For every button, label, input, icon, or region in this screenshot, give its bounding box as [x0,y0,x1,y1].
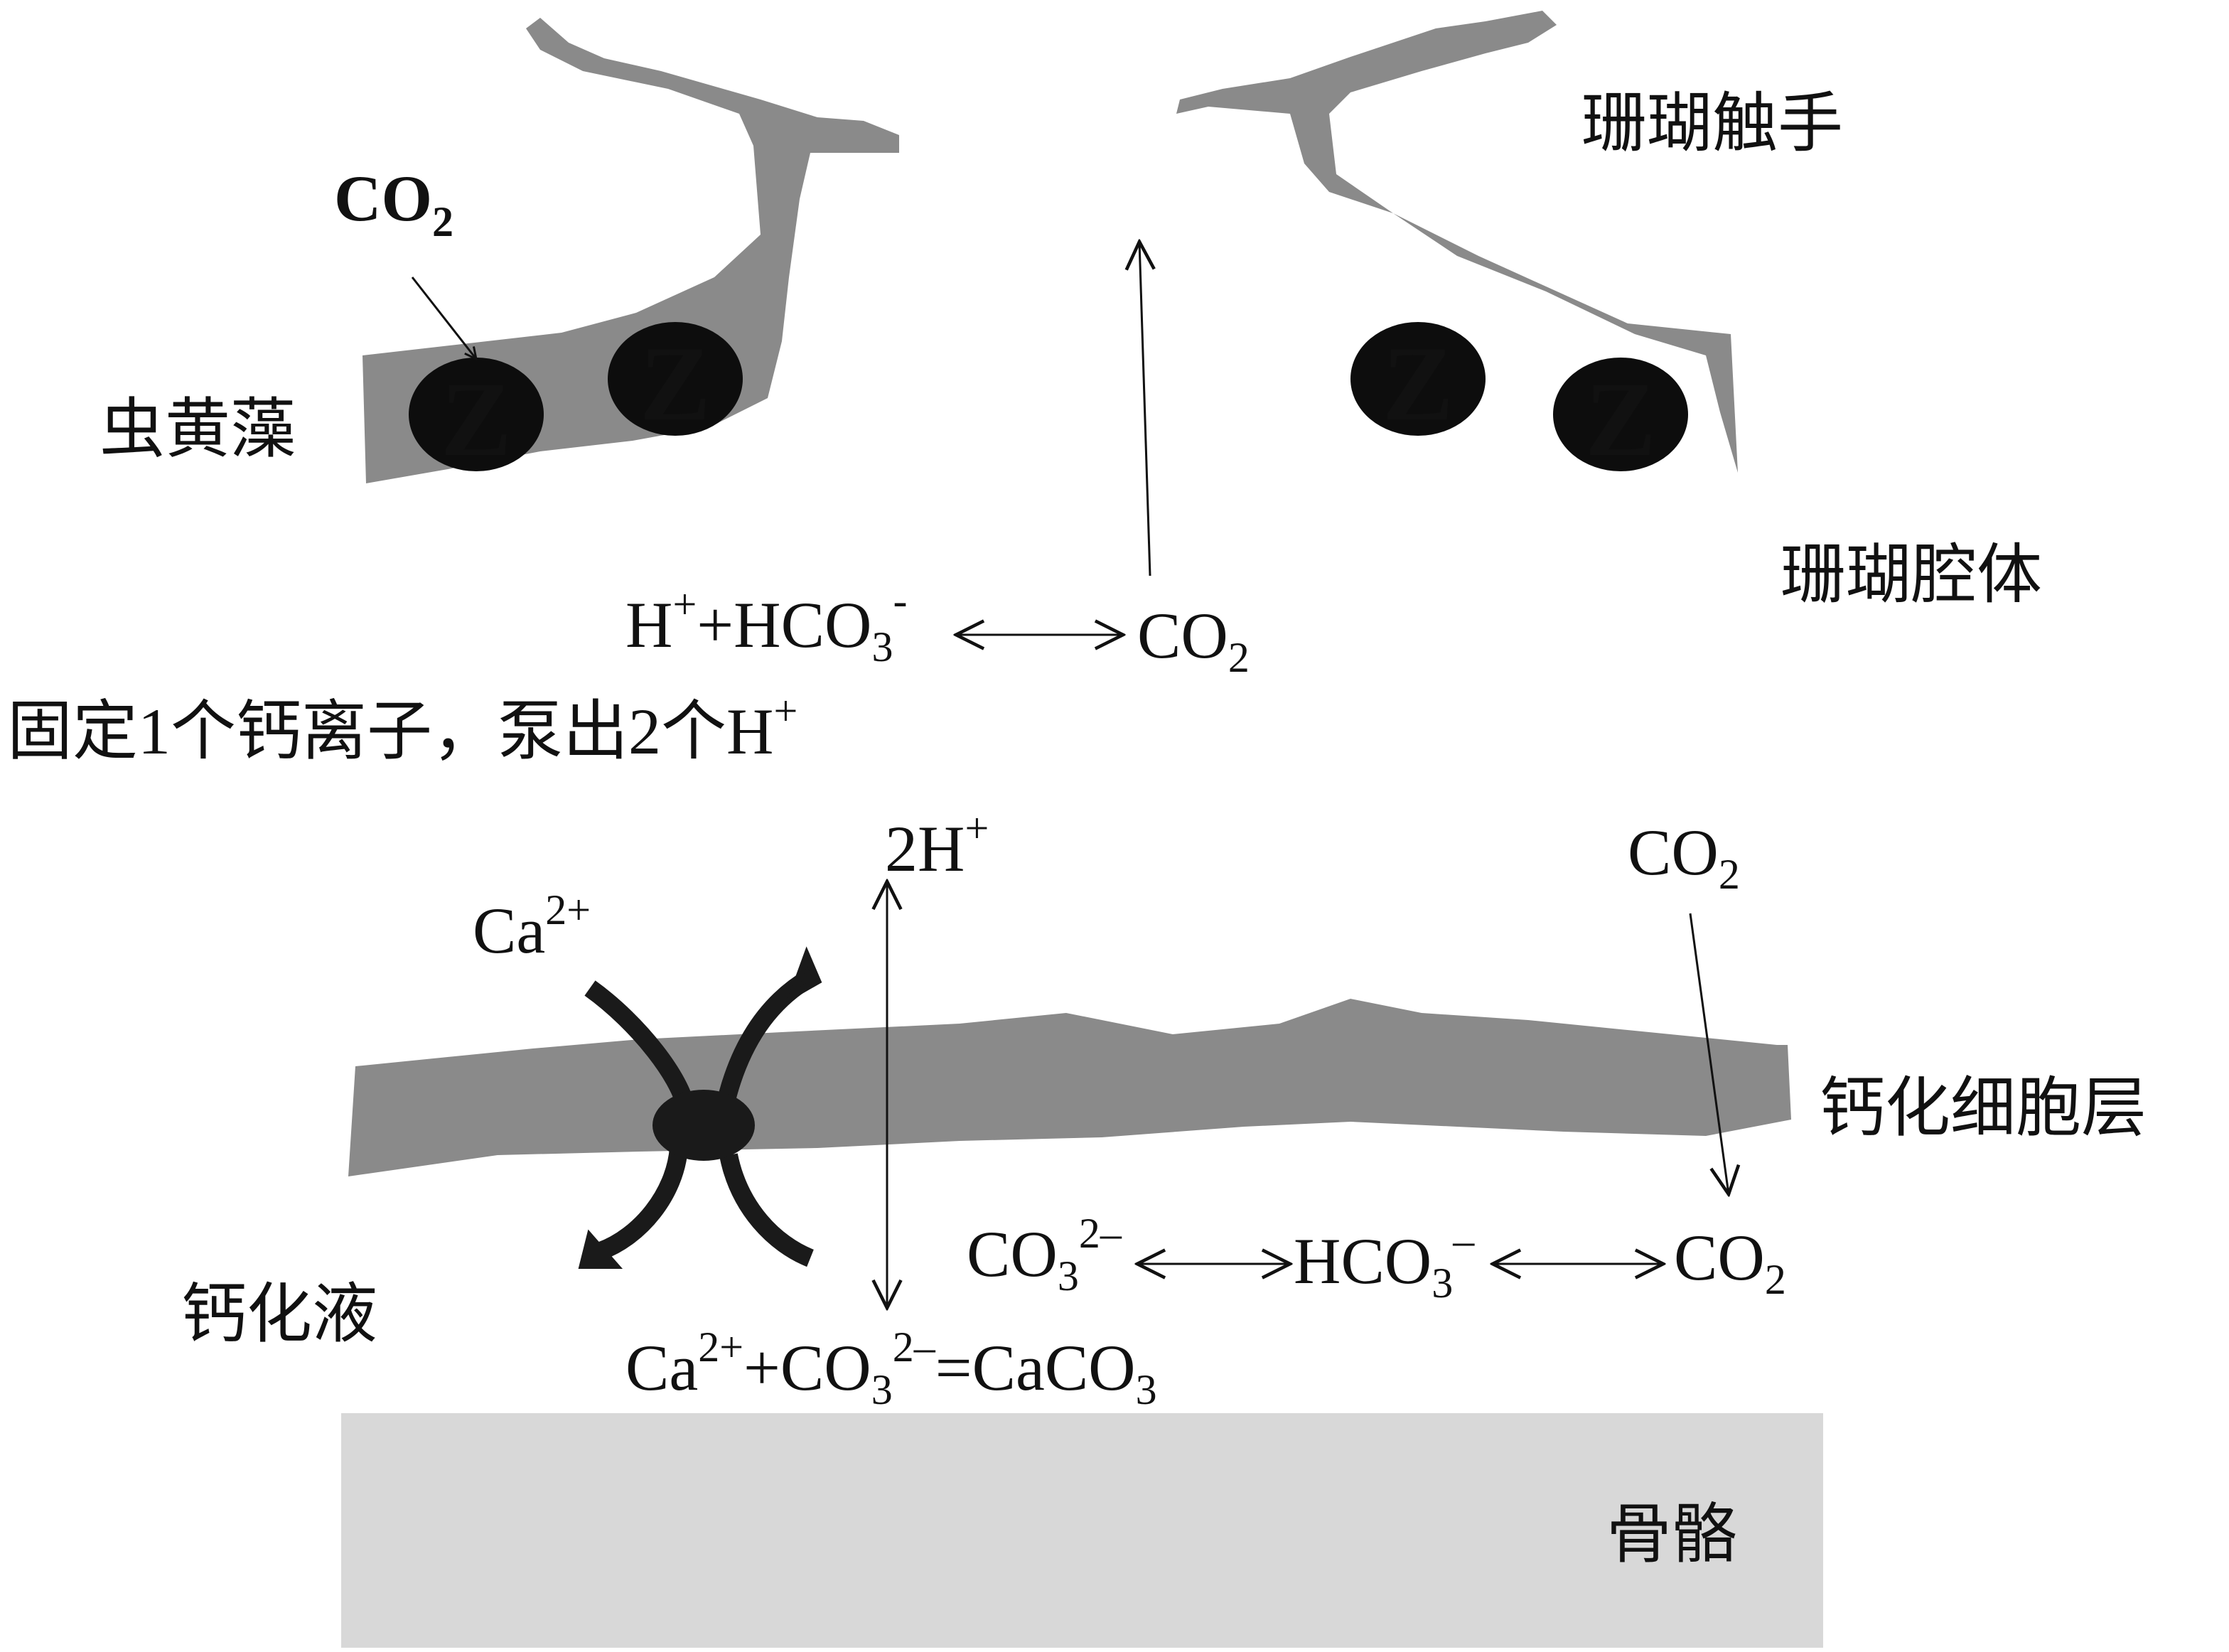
skeleton-block [341,1413,1823,1648]
ca2-label: Ca2+ [473,886,591,967]
calcifying-cell-layer-label: 钙化细胞层 [1820,1072,2147,1144]
svg-text:Z: Z [441,360,512,478]
svg-text:Z: Z [640,325,711,443]
calcifying-cell-layer [348,999,1791,1176]
co2-label-fluid: CO2 [1674,1221,1786,1303]
zooxanthella-4: Z [1553,358,1688,478]
co2-diffuse-down-arrow [1689,913,1729,1194]
co3-label: CO32– [967,1210,1122,1299]
skeleton-label: 骨骼 [1606,1498,1737,1571]
calcium-pump-transporter [578,946,822,1269]
zooxanthellae-label: 虫黄藻 [100,393,296,466]
zooxanthella-1: Z [409,358,544,478]
calcifying-fluid-label: 钙化液 [181,1278,377,1351]
hco3-label: HCO3– [1294,1217,1475,1307]
h-hco3-equation: H++HCO3- [625,577,907,670]
zooxanthella-2: Z [608,322,743,443]
co2-up-to-tentacle-arrow [1139,242,1150,576]
right-coral-tentacle [1176,11,1738,473]
pump-note: 固定1个钙离子，泵出2个H+ [7,687,797,768]
co2-label-top-left: CO2 [334,162,453,245]
co2-label-cavity: CO2 [1137,599,1250,681]
co2-label-right: CO2 [1628,816,1740,898]
zooxanthella-3: Z [1350,322,1486,443]
coral-tentacle-label: 珊瑚触手 [1581,87,1843,160]
co2-into-zooxanthellae-arrow [411,277,476,359]
calcium-carbonate-equation: Ca2++CO32–=CaCO3 [625,1324,1157,1413]
2h-label: 2H+ [885,805,989,885]
coral-cavity-label: 珊瑚腔体 [1780,539,2042,611]
svg-text:Z: Z [1585,360,1656,478]
svg-text:Z: Z [1382,325,1454,443]
